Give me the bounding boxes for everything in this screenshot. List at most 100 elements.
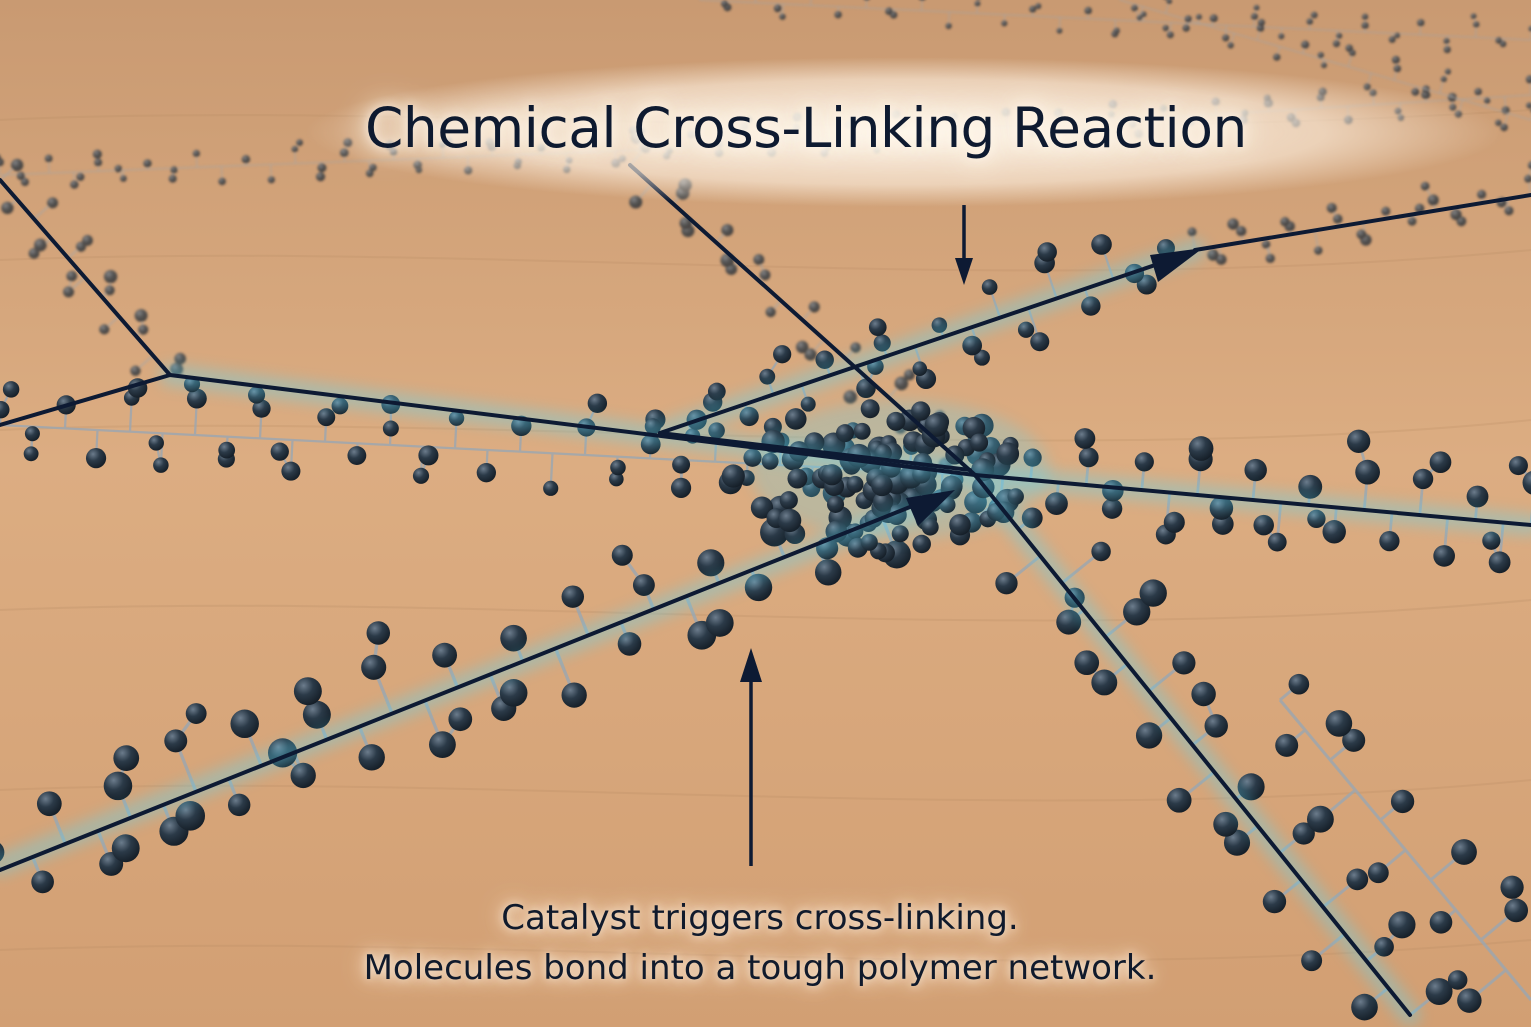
atom [1268,533,1287,552]
atom [1362,14,1368,20]
atom [834,11,841,18]
atom [11,159,23,171]
atom [633,574,655,596]
atom [1207,249,1218,260]
atom [1389,36,1396,43]
atom [543,481,558,496]
atom [1244,459,1266,481]
atom [1392,56,1400,64]
atom [697,549,724,576]
atom [1430,451,1452,473]
atom [1457,988,1481,1012]
atom [153,457,169,473]
atom [228,794,250,816]
atom [1336,33,1342,39]
atom [1273,53,1280,60]
atom [429,731,456,758]
atom [1037,242,1057,262]
atom [759,369,775,385]
atom [1489,551,1511,573]
atom [359,744,385,770]
atom [477,463,496,482]
atom [138,325,148,335]
atom [1188,227,1197,236]
atom [1263,890,1286,913]
atom [1280,217,1289,226]
atom [721,224,733,236]
atom [753,254,764,265]
atom [1346,869,1368,891]
atom [1474,88,1481,95]
atom [1355,460,1380,485]
atom [45,155,53,163]
cluster-atom [912,535,930,553]
atom [500,625,527,652]
atom [1504,899,1528,923]
atom [1018,322,1034,338]
atom [316,172,325,181]
atom [1167,788,1192,813]
atom [1189,436,1214,461]
cluster-atom [949,514,971,536]
atom [291,763,316,788]
atom [37,791,62,816]
atom [1473,21,1479,27]
atom [193,150,200,157]
atom [294,677,322,705]
atom [1417,19,1424,26]
atom [562,682,587,707]
atom [432,643,457,668]
atom [1448,970,1468,990]
atom [1504,206,1513,215]
atom [317,163,326,172]
atom [869,318,887,336]
atom [135,309,148,322]
atom [1074,650,1099,675]
atom [774,4,782,12]
atom [174,353,186,365]
atom [105,285,115,295]
cluster-atom [970,433,988,451]
atom [3,381,19,397]
atom [1451,209,1462,220]
atom [612,545,633,566]
atom [281,462,300,481]
atom [86,448,106,468]
atom [99,324,109,334]
atom [1091,670,1117,696]
atom [1379,531,1399,551]
atom [1433,545,1455,567]
atom [1301,950,1322,971]
atom [1351,994,1378,1021]
atom [218,178,225,185]
atom [1362,22,1369,29]
caption-line-2: Molecules bond into a tough polymer netw… [265,943,1255,993]
atom [844,390,857,403]
atom [850,342,861,353]
atom [1327,203,1337,213]
atom [773,345,791,363]
atom [104,772,133,801]
atom [115,165,122,172]
atom [1074,428,1095,449]
page-title: Chemical Cross-Linking Reaction [365,96,1247,160]
atom [448,707,472,731]
atom [1307,18,1313,24]
atom [1183,24,1190,31]
atom [1333,40,1340,47]
atom [1196,14,1202,20]
atom [1441,76,1447,82]
atom [361,655,386,680]
atom [1102,498,1122,518]
atom [1394,32,1400,38]
atom [130,366,140,376]
atom [186,703,207,724]
atom [982,279,998,295]
atom [1421,182,1430,191]
atom [815,559,841,585]
atom [1347,430,1370,453]
atom [588,394,607,413]
atom [169,175,177,183]
atom [113,745,139,771]
atom [1374,937,1394,957]
